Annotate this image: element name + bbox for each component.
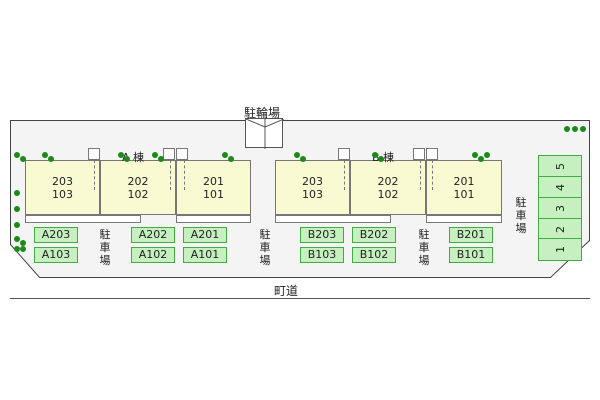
tree-icon bbox=[20, 240, 26, 246]
tree-icon bbox=[484, 152, 490, 158]
tree-icon bbox=[42, 152, 48, 158]
building-b-divider-dashed-3 bbox=[432, 160, 433, 190]
parking-label-1: 駐 車 場 bbox=[99, 228, 111, 267]
parking-stall-b203: B203 bbox=[300, 227, 344, 243]
road-line bbox=[10, 298, 590, 299]
building-b-divider-dashed-2 bbox=[420, 160, 421, 190]
tree-icon bbox=[118, 152, 124, 158]
building-a-stair-2 bbox=[163, 148, 175, 160]
tree-icon bbox=[580, 126, 586, 132]
building-a-divider-dashed-2 bbox=[170, 160, 171, 190]
building-a-balcony-left bbox=[25, 215, 141, 223]
tree-icon bbox=[372, 152, 378, 158]
parking-stall-a202: A202 bbox=[131, 227, 175, 243]
unit-bottom-number: 103 bbox=[302, 187, 323, 201]
unit-bottom-number: 102 bbox=[377, 187, 399, 201]
bike-parking-label: 駐輪場 bbox=[244, 106, 281, 120]
building-a-unit-202-102: 202 102 bbox=[100, 160, 176, 215]
parking-stall-3: 3 bbox=[538, 197, 582, 220]
tree-icon bbox=[478, 156, 484, 162]
stall-number: 2 bbox=[553, 226, 567, 233]
building-b-stair-1 bbox=[338, 148, 350, 160]
tree-icon bbox=[20, 246, 26, 252]
tree-icon bbox=[228, 156, 234, 162]
building-b-divider-dashed-1 bbox=[344, 160, 345, 190]
tree-icon bbox=[124, 156, 130, 162]
building-b-unit-203-103: 203 103 bbox=[275, 160, 350, 215]
parking-stall-a103: A103 bbox=[34, 247, 78, 263]
stall-number: 5 bbox=[553, 163, 567, 170]
unit-top-number: 203 bbox=[302, 174, 323, 188]
tree-icon bbox=[158, 156, 164, 162]
parking-stall-a102: A102 bbox=[131, 247, 175, 263]
tree-icon bbox=[152, 152, 158, 158]
building-b-unit-202-102: 202 102 bbox=[350, 160, 426, 215]
parking-label-4: 駐 車 場 bbox=[515, 196, 527, 235]
building-a-divider-dashed-3 bbox=[184, 160, 185, 190]
unit-top-number: 203 bbox=[52, 174, 73, 188]
parking-stall-a201: A201 bbox=[183, 227, 227, 243]
building-a-divider-dashed-1 bbox=[94, 160, 95, 190]
building-b-unit-201-101: 201 101 bbox=[426, 160, 502, 215]
tree-icon bbox=[14, 190, 20, 196]
tree-icon bbox=[222, 152, 228, 158]
tree-icon bbox=[14, 246, 20, 252]
parking-stall-a101: A101 bbox=[183, 247, 227, 263]
building-b-stair-2 bbox=[413, 148, 425, 160]
building-a-stair-3 bbox=[176, 148, 188, 160]
parking-stall-b201: B201 bbox=[449, 227, 493, 243]
parking-stall-5: 5 bbox=[538, 155, 582, 178]
parking-stall-b101: B101 bbox=[449, 247, 493, 263]
building-b-balcony-right bbox=[426, 215, 502, 223]
unit-bottom-number: 103 bbox=[52, 187, 73, 201]
unit-top-number: 201 bbox=[453, 174, 475, 188]
unit-bottom-number: 101 bbox=[203, 187, 224, 201]
stall-number: 4 bbox=[553, 184, 567, 191]
tree-icon bbox=[20, 156, 26, 162]
tree-icon bbox=[48, 156, 54, 162]
parking-stall-4: 4 bbox=[538, 176, 582, 199]
stall-number: 3 bbox=[553, 205, 567, 212]
tree-icon bbox=[294, 152, 300, 158]
parking-stall-a203: A203 bbox=[34, 227, 78, 243]
unit-bottom-number: 102 bbox=[127, 187, 149, 201]
stall-number: 1 bbox=[553, 246, 567, 253]
building-b-balcony-left bbox=[275, 215, 391, 223]
building-b-stair-3 bbox=[426, 148, 438, 160]
parking-stall-b103: B103 bbox=[300, 247, 344, 263]
tree-icon bbox=[572, 126, 578, 132]
bike-parking-roof-icon bbox=[245, 118, 285, 149]
building-a-balcony-right bbox=[176, 215, 251, 223]
tree-icon bbox=[14, 206, 20, 212]
building-a-stair-1 bbox=[88, 148, 100, 160]
unit-top-number: 202 bbox=[127, 174, 149, 188]
unit-bottom-number: 101 bbox=[453, 187, 475, 201]
bike-parking-structure bbox=[245, 118, 285, 149]
unit-top-number: 202 bbox=[377, 174, 399, 188]
tree-icon bbox=[564, 126, 570, 132]
parking-stall-b202: B202 bbox=[352, 227, 396, 243]
tree-icon bbox=[14, 222, 20, 228]
tree-icon bbox=[14, 152, 20, 158]
parking-label-3: 駐 車 場 bbox=[418, 228, 430, 267]
tree-icon bbox=[472, 152, 478, 158]
building-a-unit-203-103: 203 103 bbox=[25, 160, 100, 215]
unit-top-number: 201 bbox=[203, 174, 224, 188]
road-label: 町道 bbox=[274, 284, 299, 298]
parking-label-2: 駐 車 場 bbox=[259, 228, 271, 267]
building-a-unit-201-101: 201 101 bbox=[176, 160, 251, 215]
tree-icon bbox=[300, 156, 306, 162]
tree-icon bbox=[378, 156, 384, 162]
parking-stall-b102: B102 bbox=[352, 247, 396, 263]
parking-stall-1: 1 bbox=[538, 238, 582, 261]
tree-icon bbox=[14, 236, 20, 242]
